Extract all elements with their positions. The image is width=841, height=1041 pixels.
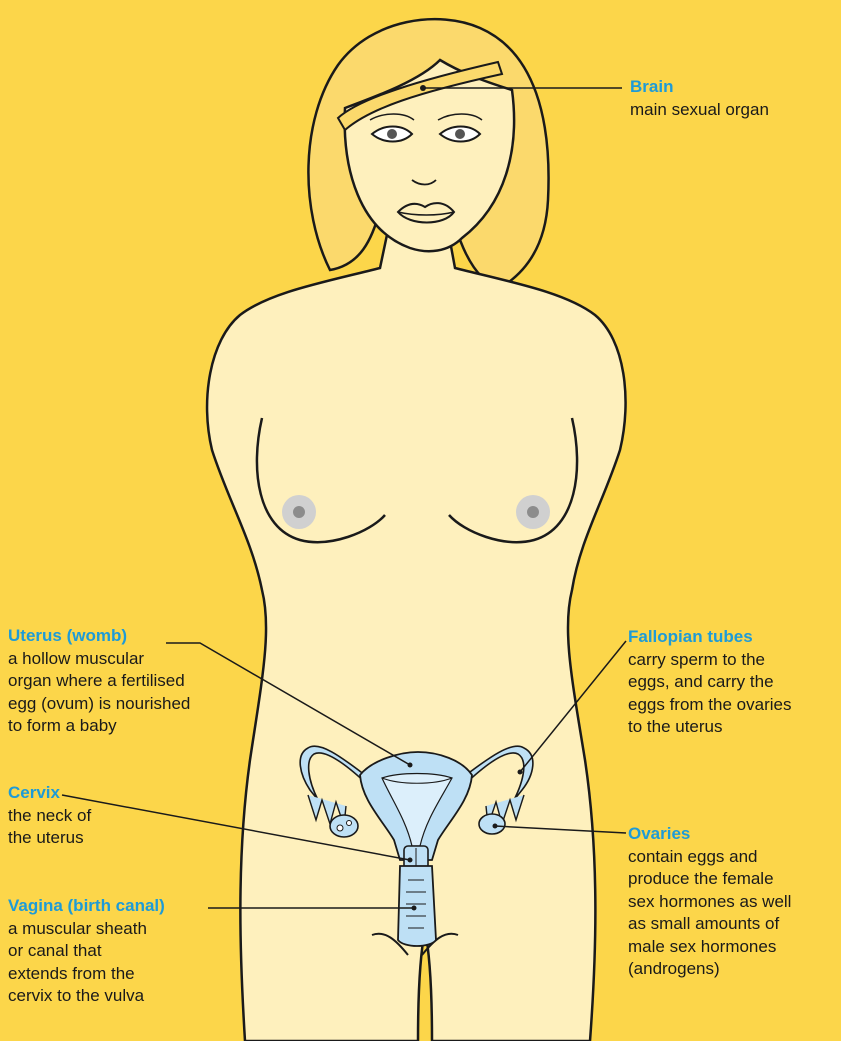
label-ovaries: Ovaries contain eggs and produce the fem… — [628, 823, 840, 981]
label-fallopian-title: Fallopian tubes — [628, 626, 840, 649]
label-fallopian-tubes: Fallopian tubes carry sperm to the eggs,… — [628, 626, 840, 739]
label-uterus: Uterus (womb) a hollow muscular organ wh… — [8, 625, 243, 738]
label-ovaries-title: Ovaries — [628, 823, 840, 846]
vagina — [398, 866, 436, 946]
label-vagina-title: Vagina (birth canal) — [8, 895, 243, 918]
ovary-right — [479, 814, 505, 834]
label-fallopian-desc: carry sperm to the eggs, and carry the e… — [628, 649, 840, 739]
label-brain-desc: main sexual organ — [630, 99, 840, 122]
label-ovaries-desc: contain eggs and produce the female sex … — [628, 846, 840, 981]
right-nipple — [516, 495, 550, 529]
label-vagina: Vagina (birth canal) a muscular sheath o… — [8, 895, 243, 1008]
label-cervix-title: Cervix — [8, 782, 243, 805]
label-brain: Brain main sexual organ — [630, 76, 840, 121]
label-brain-title: Brain — [630, 76, 840, 99]
ovary-left — [330, 815, 358, 837]
label-uterus-title: Uterus (womb) — [8, 625, 243, 648]
label-uterus-desc: a hollow muscular organ where a fertilis… — [8, 648, 243, 738]
label-cervix: Cervix the neck of the uterus — [8, 782, 243, 850]
label-vagina-desc: a muscular sheath or canal that extends … — [8, 918, 243, 1008]
left-nipple — [282, 495, 316, 529]
label-cervix-desc: the neck of the uterus — [8, 805, 243, 850]
